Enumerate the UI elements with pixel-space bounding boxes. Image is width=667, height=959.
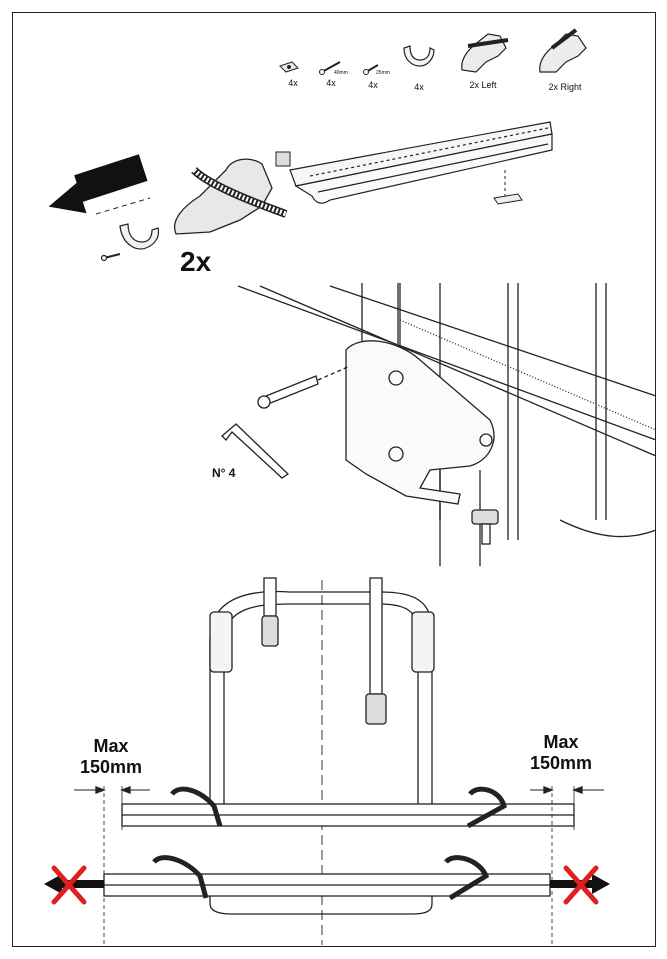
left-wheel-holder-icon [461, 33, 509, 73]
allen-key-icon [221, 423, 290, 479]
clip-and-screw [100, 223, 160, 262]
part-length-long-bolt: 40mm [334, 70, 348, 76]
part-qty-left-holder: 2x Left [469, 80, 497, 90]
allen-key-size: N° 4 [212, 466, 236, 480]
right-wheel-holder-icon [539, 28, 587, 73]
step1-illustration [48, 121, 553, 262]
step2-illustration [221, 283, 657, 566]
wheel-holder-assembly [174, 158, 288, 235]
wheel-clip-icon [403, 45, 435, 67]
long-bolt [257, 365, 351, 409]
part-length-short-bolt: 25mm [376, 70, 390, 76]
long-bolt-icon [319, 61, 341, 75]
left-max-dimension: Max 150mm [66, 736, 156, 778]
short-bolt-icon [363, 64, 379, 75]
rail-profile [289, 121, 553, 204]
forbidden-left [44, 865, 104, 905]
step1-multiplier: 2x [180, 246, 212, 277]
right-max-dimension: Max 150mm [516, 732, 606, 774]
plate-under-rail [493, 170, 523, 205]
part-qty-plate: 4x [288, 78, 298, 88]
plate-part-icon [279, 61, 299, 73]
right-dim-line1: Max [543, 732, 579, 752]
part-qty-long-bolt: 4x [326, 78, 336, 88]
part-qty-clip: 4x [414, 82, 424, 92]
step3-illustration [74, 577, 604, 945]
part-qty-right-holder: 2x Right [548, 82, 582, 92]
forbidden-right [550, 865, 610, 905]
left-dim-line2: 150mm [79, 757, 143, 777]
left-dim-line1: Max [93, 736, 129, 756]
right-dim-line2: 150mm [529, 753, 593, 773]
direction-arrow [48, 154, 148, 214]
page-frame [12, 12, 656, 947]
knob-icon [471, 509, 499, 545]
part-qty-short-bolt: 4x [368, 80, 378, 90]
